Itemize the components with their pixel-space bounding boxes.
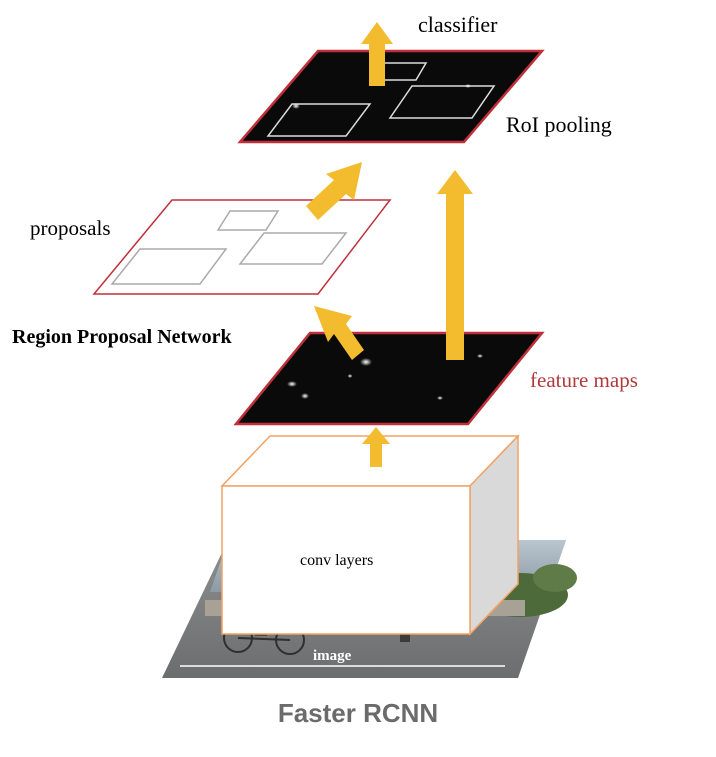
arrow-conv-to-feature xyxy=(362,427,390,467)
feature-maps-label: feature maps xyxy=(530,368,638,392)
feature-maps-plane xyxy=(233,331,545,426)
arrow-roi-to-classifier xyxy=(361,22,393,86)
classifier-label: classifier xyxy=(418,12,498,37)
roi-pooling-plane xyxy=(237,49,545,144)
conv-layers-box xyxy=(220,434,520,636)
conv-layers-label: conv layers xyxy=(300,552,374,569)
proposals-plane xyxy=(92,199,392,295)
arrow-feature-to-rpn xyxy=(314,306,364,360)
image-label: image xyxy=(313,648,352,664)
roi-pooling-label: RoI pooling xyxy=(506,112,612,137)
arrow-rpn-to-roi xyxy=(306,162,362,220)
arrows xyxy=(306,22,473,467)
diagram-title: Faster RCNN xyxy=(277,698,439,728)
proposals-label: proposals xyxy=(30,216,111,240)
rpn-label: Region Proposal Network xyxy=(12,326,232,348)
arrow-feature-to-roi xyxy=(437,170,473,360)
